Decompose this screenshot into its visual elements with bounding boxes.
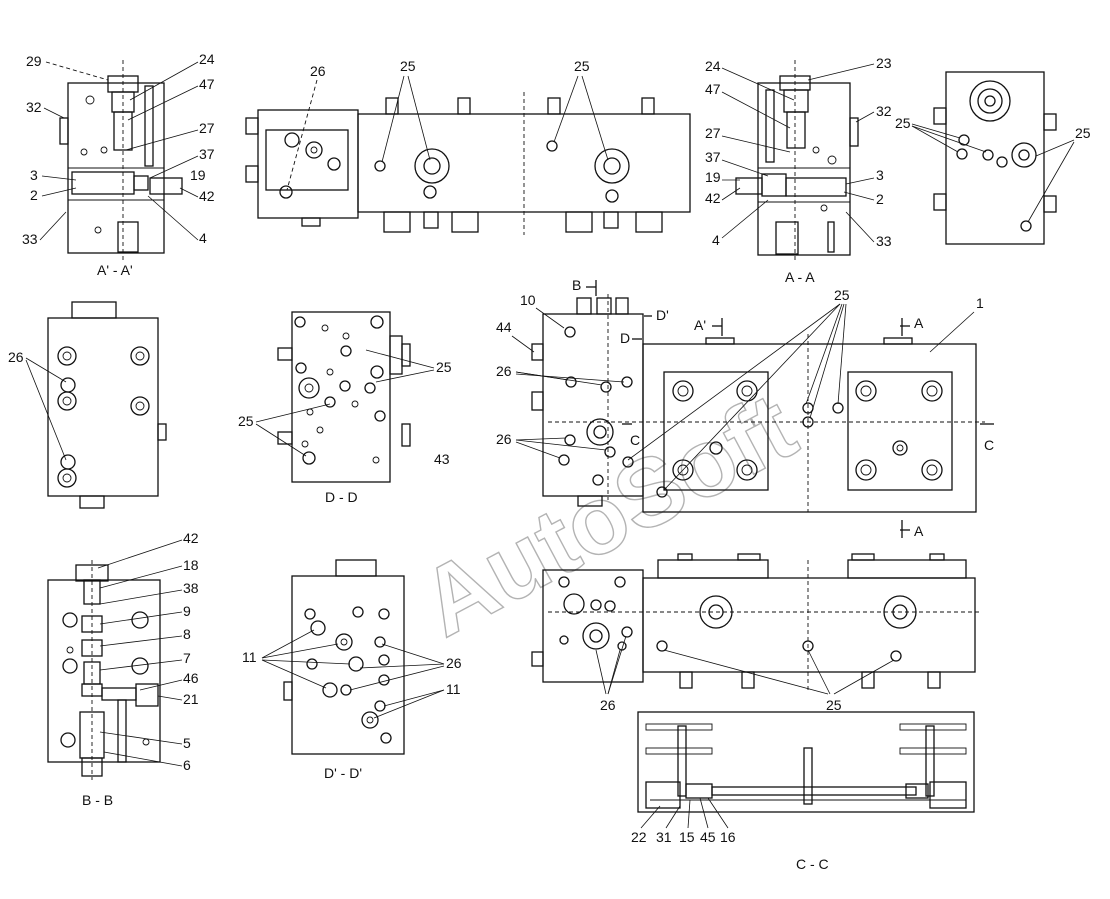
part-label: 26 (496, 363, 512, 379)
part-label: 31 (656, 829, 672, 845)
part-label: 19 (705, 169, 721, 185)
view-a1-labels: 29 24 47 32 27 37 3 19 2 42 33 4 A' - A' (22, 51, 215, 278)
view-d1 (283, 559, 405, 755)
part-label: 42 (199, 188, 215, 204)
part-label: 25 (895, 115, 911, 131)
part-label: 44 (496, 319, 512, 335)
part-label: 25 (400, 58, 416, 74)
view-caption: B - B (82, 792, 113, 808)
part-label: 26 (446, 655, 462, 671)
view-d1-labels: 11 26 11 D' - D' (242, 629, 462, 781)
part-label: 23 (876, 55, 892, 71)
left-mid-view (47, 301, 167, 509)
part-label: 33 (22, 231, 38, 247)
part-label: 42 (705, 190, 721, 206)
section-mark: A' (694, 317, 706, 333)
view-aa-labels: 24 23 47 32 27 37 3 19 42 2 4 33 A - A (705, 55, 892, 285)
top-block-view (245, 92, 691, 235)
view-caption: D' - D' (324, 765, 362, 781)
part-label: 33 (876, 233, 892, 249)
part-label: 4 (712, 232, 720, 248)
view-caption: A - A (785, 269, 815, 285)
part-label: 45 (700, 829, 716, 845)
part-label: 25 (436, 359, 452, 375)
part-label: 8 (183, 626, 191, 642)
part-label: 43 (434, 451, 450, 467)
part-label: 7 (183, 650, 191, 666)
section-mark: B (572, 277, 581, 293)
part-label: 2 (876, 191, 884, 207)
part-label: 11 (446, 681, 461, 697)
view-cc-lower (637, 711, 975, 813)
part-label: 25 (238, 413, 254, 429)
view-caption: D - D (325, 489, 358, 505)
view-caption: C - C (796, 856, 829, 872)
part-label: 25 (1075, 125, 1091, 141)
main-assembly-view (531, 294, 985, 513)
part-label: 25 (826, 697, 842, 713)
part-label: 5 (183, 735, 191, 751)
part-label: 16 (720, 829, 736, 845)
right-end-view (933, 71, 1057, 245)
part-label: 37 (199, 146, 215, 162)
part-label: 10 (520, 292, 536, 308)
part-label: 18 (183, 557, 199, 573)
view-bb-labels: 42 18 38 9 8 7 46 21 5 6 B - B (82, 530, 199, 808)
part-label: 21 (183, 691, 199, 707)
part-label: 37 (705, 149, 721, 165)
part-label: 42 (183, 530, 199, 546)
part-label: 25 (834, 287, 850, 303)
right-end-labels: 25 25 (895, 115, 1091, 223)
view-cc-lower-labels: 22 31 15 45 16 C - C (631, 797, 829, 872)
part-label: 24 (705, 58, 721, 74)
section-mark: A (914, 523, 924, 539)
view-aa-section (735, 60, 859, 262)
part-label: 29 (26, 53, 42, 69)
part-label: 46 (183, 670, 199, 686)
part-label: 47 (199, 76, 215, 92)
part-label: 3 (30, 167, 38, 183)
part-label: 4 (199, 230, 207, 246)
view-dd (277, 311, 411, 483)
part-label: 47 (705, 81, 721, 97)
part-label: 1 (976, 295, 984, 311)
section-mark: D' (656, 307, 669, 323)
part-label: 6 (183, 757, 191, 773)
section-mark: C (984, 437, 994, 453)
top-block-labels: 26 25 25 (286, 58, 609, 191)
part-label: 26 (600, 697, 616, 713)
view-a1-section (59, 60, 183, 260)
section-mark: C (630, 432, 640, 448)
section-mark: D (620, 330, 630, 346)
section-mark: A (914, 315, 924, 331)
part-label: 27 (705, 125, 721, 141)
part-label: 11 (242, 649, 257, 665)
part-label: 24 (199, 51, 215, 67)
part-label: 26 (496, 431, 512, 447)
part-label: 32 (26, 99, 42, 115)
part-label: 19 (190, 167, 206, 183)
main-section-marks: B D' D A' A A C C (572, 277, 994, 539)
view-dd-labels: 25 25 43 D - D (238, 349, 452, 505)
part-label: 15 (679, 829, 695, 845)
part-label: 27 (199, 120, 215, 136)
view-caption: A' - A' (97, 262, 133, 278)
part-label: 32 (876, 103, 892, 119)
main-assembly-labels: 10 44 26 26 25 1 (496, 287, 984, 491)
part-label: 25 (574, 58, 590, 74)
view-cc-upper (531, 553, 980, 690)
part-label: 22 (631, 829, 647, 845)
part-label: 9 (183, 603, 191, 619)
part-label: 3 (876, 167, 884, 183)
view-cc-upper-labels: 26 25 (595, 635, 895, 713)
part-label: 26 (310, 63, 326, 79)
part-label: 26 (8, 349, 24, 365)
part-label: 2 (30, 187, 38, 203)
left-mid-labels: 26 (8, 349, 67, 461)
view-bb (47, 560, 161, 780)
part-label: 38 (183, 580, 199, 596)
